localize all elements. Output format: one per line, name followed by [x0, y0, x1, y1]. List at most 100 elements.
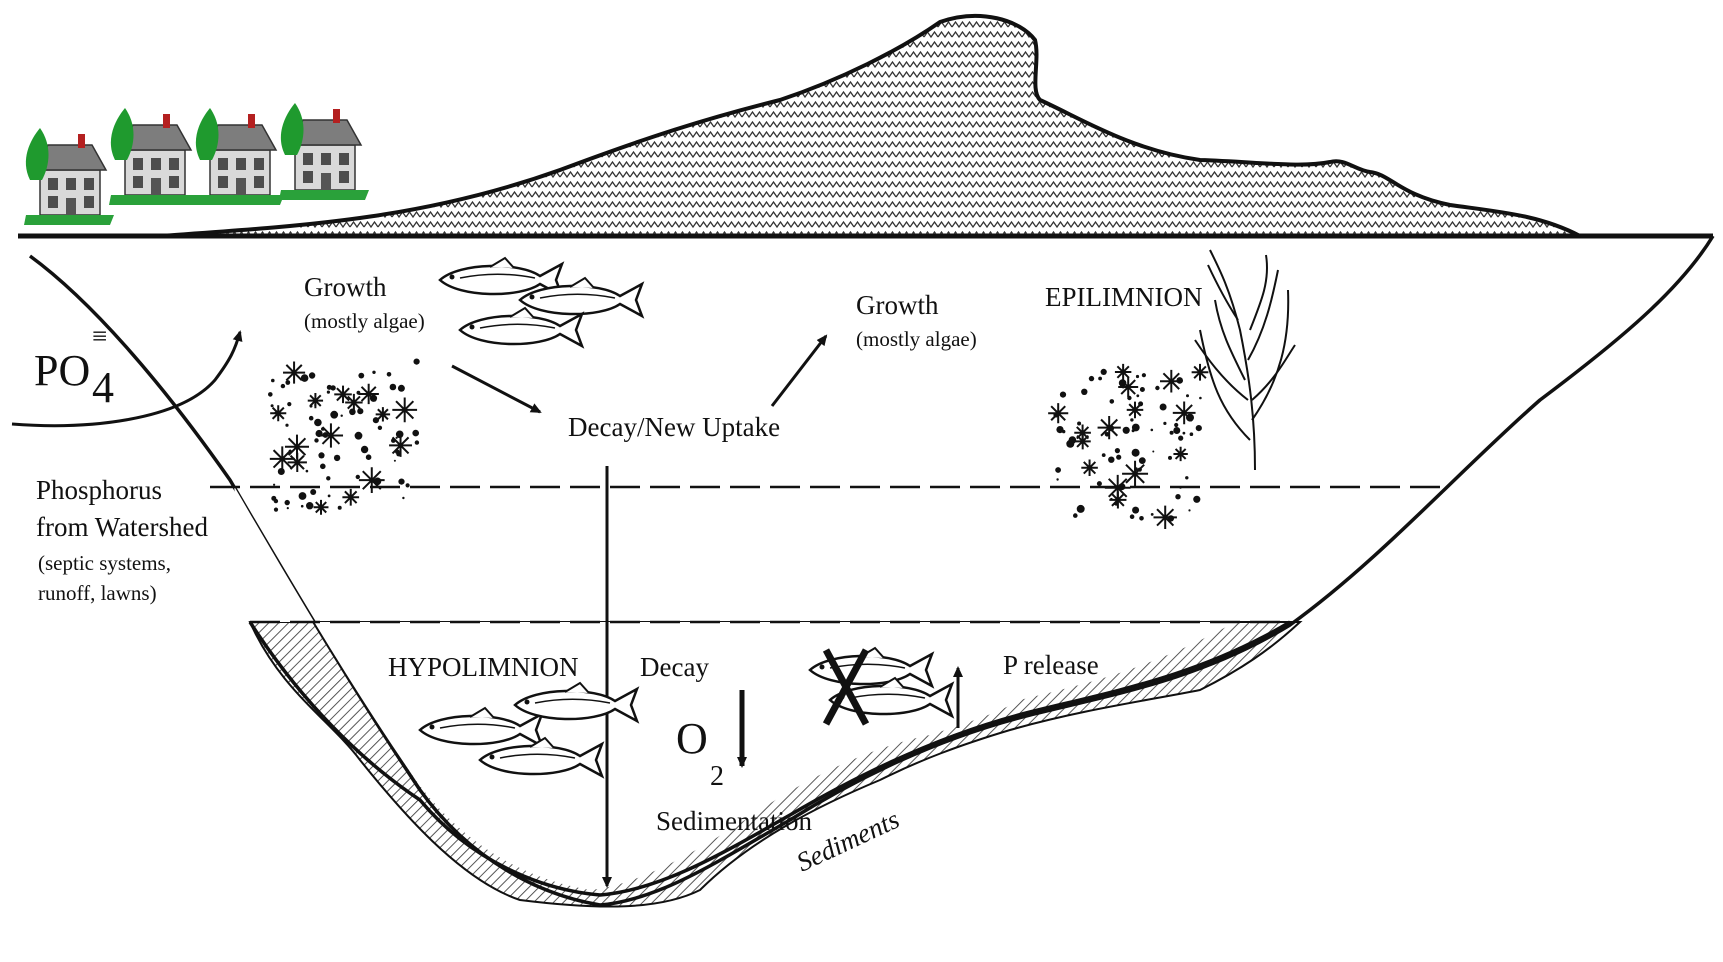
algae-dot: [309, 416, 314, 421]
algae-star: [359, 467, 385, 493]
algae-dot: [1081, 389, 1087, 395]
algae-dot: [1056, 478, 1058, 480]
decay-arrow: [452, 366, 540, 412]
algae-dot: [412, 430, 419, 437]
algae-dot: [1136, 375, 1139, 378]
algae-dot: [330, 411, 338, 419]
algae-dot: [301, 505, 304, 508]
algae-dot: [1132, 449, 1140, 457]
algae-dot: [1089, 376, 1094, 381]
growth-right-label: Growth: [856, 290, 939, 320]
source-label-2: from Watershed: [36, 512, 209, 542]
algae-dot: [1173, 427, 1180, 434]
algae-star: [392, 397, 417, 422]
algae-dot: [268, 392, 273, 397]
algae-dot: [338, 506, 342, 510]
house-icon: [24, 128, 114, 225]
algae-dot: [299, 492, 307, 500]
algae-dot: [1175, 494, 1180, 499]
algae-dot: [398, 385, 405, 392]
algae-star: [1122, 461, 1148, 487]
algae-cluster-icon-right: [1048, 364, 1208, 529]
algae-star: [1173, 447, 1187, 461]
algae-dot: [334, 455, 340, 461]
algae-dot: [1188, 509, 1190, 511]
algae-star: [1098, 416, 1121, 439]
algae-star: [1105, 475, 1131, 501]
algae-dot: [355, 432, 363, 440]
source-note-2: runoff, lawns): [38, 581, 157, 605]
oxygen-label: O: [676, 714, 708, 763]
algae-star: [358, 384, 378, 404]
algae-dot: [1196, 425, 1202, 431]
source-label: Phosphorus: [36, 475, 162, 505]
algae-dot: [357, 408, 363, 414]
algae-dot: [1186, 394, 1189, 397]
algae-dot: [1123, 427, 1130, 434]
algae-star: [285, 435, 309, 459]
algae-star: [270, 405, 286, 421]
algae-dot: [1098, 377, 1102, 381]
algae-dot: [281, 384, 285, 388]
uptake-arrow: [772, 336, 826, 406]
algae-dot: [327, 391, 330, 394]
growth-left-label: Growth: [304, 272, 387, 302]
algae-dot: [1115, 448, 1120, 453]
p-release-label: P release: [1003, 650, 1099, 680]
algae-dot: [1139, 516, 1144, 521]
algae-dot: [406, 483, 410, 487]
algae-dot: [1130, 418, 1133, 421]
algae-dot: [1190, 432, 1194, 436]
algae-dot: [1199, 397, 1202, 400]
algae-star: [308, 393, 323, 408]
algae-dot: [372, 371, 375, 374]
epilimnion-label: EPILIMNION: [1045, 282, 1202, 312]
algae-star: [1160, 370, 1183, 393]
fish-school-top: [440, 258, 642, 346]
sedimentation-label: Sedimentation: [656, 806, 812, 836]
algae-star: [283, 362, 305, 384]
algae-dot: [1140, 387, 1145, 392]
algae-star: [270, 446, 295, 471]
algae-dot: [1142, 373, 1146, 377]
algae-dot: [309, 372, 315, 378]
algae-dot: [306, 502, 313, 509]
house-icon: [109, 108, 199, 205]
aquatic-plant-icon: [1195, 250, 1295, 470]
algae-dot: [415, 440, 419, 444]
algae-dot: [402, 497, 404, 499]
decay-uptake-label: Decay/New Uptake: [568, 412, 780, 442]
algae-dot: [414, 359, 420, 365]
algae-star: [389, 434, 412, 457]
algae-dot: [1116, 455, 1121, 460]
algae-star: [1192, 364, 1209, 381]
algae-dot: [310, 489, 316, 495]
algae-dot: [361, 446, 368, 453]
decay-label: Decay: [640, 652, 709, 682]
algae-star: [1115, 364, 1131, 380]
algae-dot: [1101, 369, 1107, 375]
algae-dot: [271, 404, 274, 407]
algae-dot: [1151, 513, 1154, 516]
oxygen-subscript: 2: [710, 761, 724, 792]
algae-dot: [1193, 496, 1200, 503]
growth-left-note: (mostly algae): [304, 309, 425, 333]
house-icon: [194, 108, 284, 205]
algae-dot: [328, 495, 331, 498]
algae-dot: [1132, 507, 1139, 514]
algae-dot: [1130, 514, 1135, 519]
algae-dot: [1152, 451, 1154, 453]
hill: [160, 16, 1580, 236]
algae-dot: [271, 496, 276, 501]
algae-dot: [1108, 457, 1114, 463]
algae-dot: [285, 380, 290, 385]
algae-dot: [1132, 424, 1140, 432]
algae-dot: [314, 419, 322, 427]
phosphate-charge: ≡: [92, 321, 107, 351]
algae-dot: [394, 460, 396, 462]
algae-dot: [1183, 432, 1186, 435]
algae-dot: [390, 384, 397, 391]
algae-dot: [301, 374, 309, 382]
algae-dot: [378, 426, 382, 430]
